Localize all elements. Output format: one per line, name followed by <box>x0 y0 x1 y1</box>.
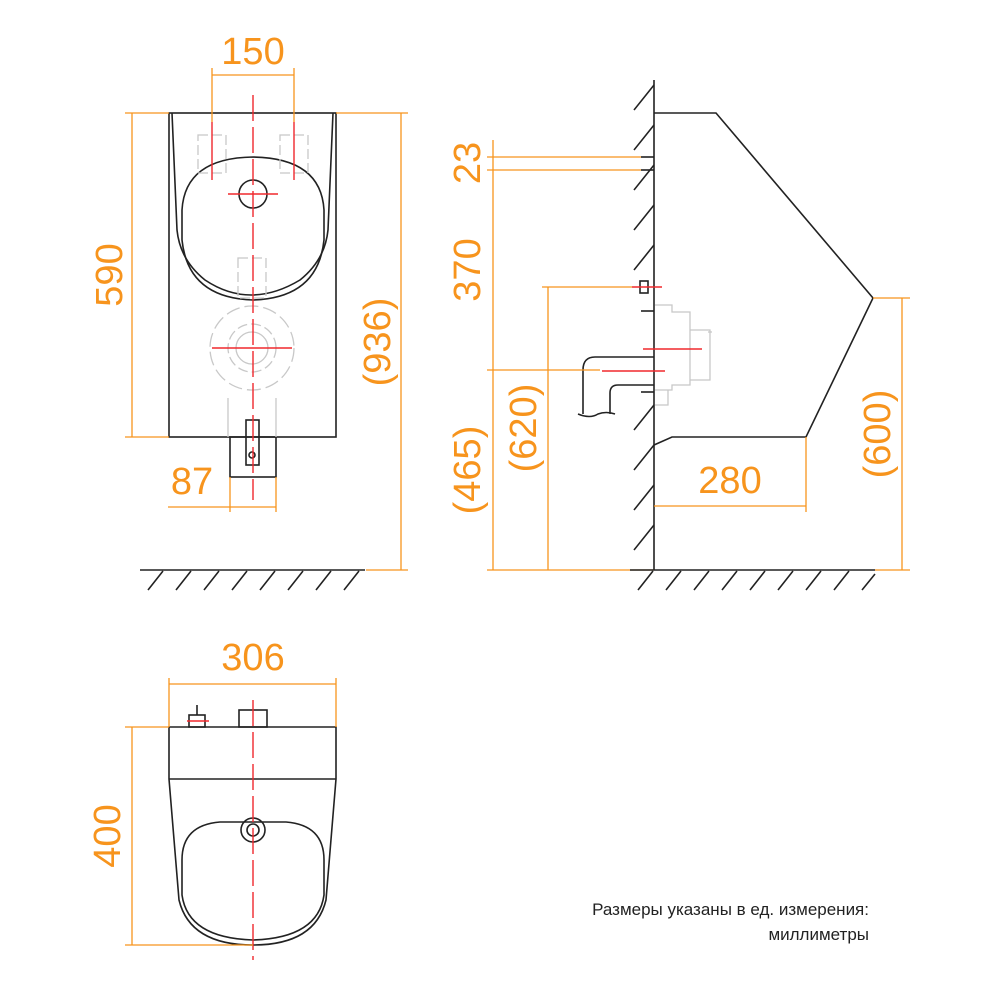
dim-620: (620) <box>503 384 545 473</box>
dim-590: 590 <box>89 243 131 306</box>
units-note-line2: миллиметры <box>768 925 869 944</box>
dim-150: 150 <box>221 31 284 73</box>
dim-465: (465) <box>447 426 489 515</box>
top-view: 306 400 <box>87 637 337 960</box>
units-note-line1: Размеры указаны в ед. измерения: <box>592 900 869 919</box>
dim-306: 306 <box>221 637 284 679</box>
dim-400: 400 <box>87 804 129 867</box>
dim-370: 370 <box>447 238 489 301</box>
dim-600: (600) <box>857 390 899 479</box>
dim-936: (936) <box>357 298 399 387</box>
dim-87: 87 <box>171 461 213 503</box>
front-view: 150 590 (936) 87 <box>89 31 408 591</box>
dim-280: 280 <box>698 460 761 502</box>
side-view: 23 370 (465) (620) 280 (600) <box>447 80 910 591</box>
dim-23: 23 <box>447 142 489 184</box>
